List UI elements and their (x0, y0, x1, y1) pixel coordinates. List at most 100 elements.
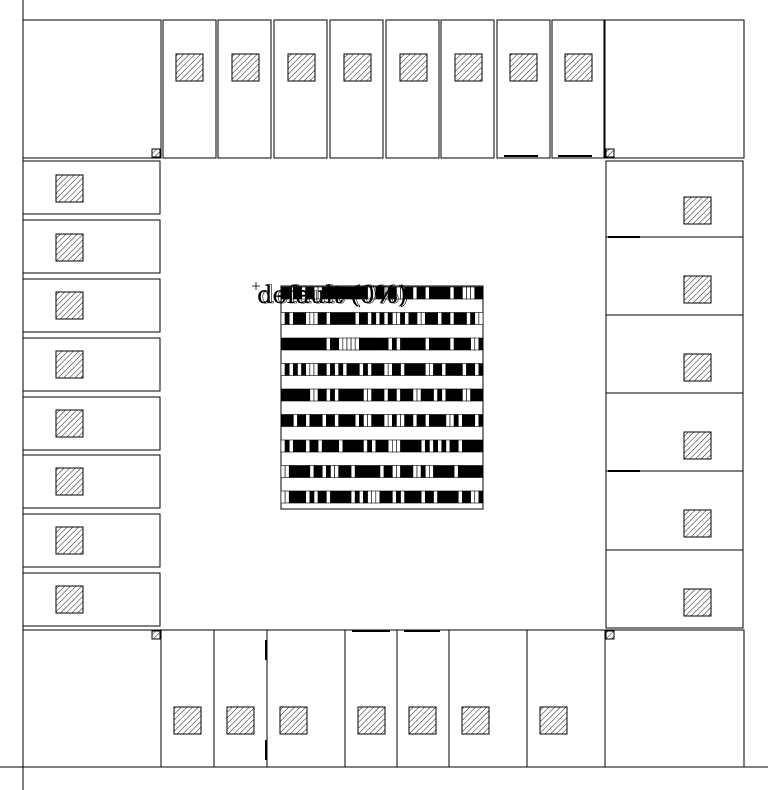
core-cell (453, 439, 459, 453)
core-cell (445, 490, 451, 504)
core-cell (297, 388, 302, 402)
core-cell (326, 363, 331, 376)
core-cell (338, 337, 344, 351)
core-cell (330, 414, 335, 427)
core-cell (416, 312, 422, 325)
core-cell (474, 388, 480, 402)
core-cell (466, 363, 471, 376)
core-cell (359, 439, 364, 453)
core-cell (350, 414, 356, 427)
core-cell (424, 465, 430, 478)
core-cell (404, 490, 410, 504)
core-cell (305, 490, 311, 504)
core-cell (462, 388, 467, 402)
core-cell (330, 388, 335, 402)
io-pad (55, 467, 84, 496)
core-cell (433, 363, 438, 376)
core-cell (379, 388, 385, 402)
io-pad (564, 53, 593, 82)
io-cell-top (273, 19, 328, 159)
core-cell (301, 439, 307, 453)
core-cell (416, 337, 422, 351)
core-cell (441, 363, 447, 376)
core-cell (371, 439, 377, 453)
core-cell (350, 439, 356, 453)
core-cell (346, 312, 352, 325)
core-cell (404, 337, 410, 351)
left-io-cells (22, 160, 161, 627)
core-cell (449, 363, 455, 376)
core-cell (297, 363, 302, 376)
core-cell (441, 465, 447, 478)
core-cell (449, 388, 455, 402)
core-cell (457, 388, 463, 402)
core-cell (301, 312, 307, 325)
core-cell (441, 337, 447, 351)
io-pad (226, 706, 255, 735)
core-cell (400, 465, 405, 478)
core-cell (288, 337, 294, 351)
core-cell (293, 363, 298, 376)
core-cell (284, 363, 290, 376)
core-cell (284, 312, 290, 325)
core-cell (338, 465, 344, 478)
core-cell (313, 465, 319, 478)
core-cell (367, 465, 372, 478)
core-cell (437, 388, 443, 402)
core-cell (466, 490, 471, 504)
io-cell-bottom (213, 629, 268, 768)
core-cell (367, 388, 372, 402)
core-cell (350, 490, 356, 504)
core-cell (445, 439, 451, 453)
core-cell (354, 312, 360, 325)
core-cell (334, 388, 340, 402)
core-cell (305, 337, 311, 351)
core-cell (280, 439, 286, 453)
core-cell (350, 363, 356, 376)
io-pad (175, 53, 204, 82)
core-cell (449, 337, 455, 351)
core-cell (379, 490, 385, 504)
core-cell (305, 363, 311, 376)
core-cell (474, 490, 480, 504)
core-cell (371, 312, 377, 325)
core-cell (474, 337, 480, 351)
core-cell (449, 312, 455, 325)
core-cell (334, 363, 340, 376)
core-cell (437, 465, 443, 478)
core-cell (466, 439, 471, 453)
core-cell (433, 414, 438, 427)
io-cell-right (605, 549, 744, 629)
core-cell (437, 414, 443, 427)
core-cell (420, 337, 426, 351)
core-cell (453, 312, 459, 325)
core-cell (462, 465, 467, 478)
core-cell (371, 465, 377, 478)
core-cell (288, 439, 294, 453)
io-cell-bottom (448, 629, 528, 768)
core-cell (387, 414, 393, 427)
io-pad (343, 53, 372, 82)
core-cell (309, 414, 315, 427)
core-cell (478, 439, 484, 453)
core-cell (429, 439, 434, 453)
core-cell (474, 414, 480, 427)
core-cell (383, 388, 389, 402)
core-cell (379, 414, 385, 427)
core-cell (437, 490, 443, 504)
io-pad (683, 196, 712, 225)
core-cell (359, 465, 364, 478)
core-cell (396, 337, 401, 351)
core-cell (474, 363, 480, 376)
core-standard-cells (280, 286, 484, 504)
core-cell (297, 465, 302, 478)
core-cell (441, 414, 447, 427)
core-cell (383, 414, 389, 427)
core-cell (297, 439, 302, 453)
core-cell (359, 337, 364, 351)
top-io-cells (162, 19, 605, 159)
core-cell (453, 388, 459, 402)
core-cell (354, 465, 360, 478)
core-cell (457, 312, 463, 325)
corner-cell-bottom-left (22, 629, 162, 768)
